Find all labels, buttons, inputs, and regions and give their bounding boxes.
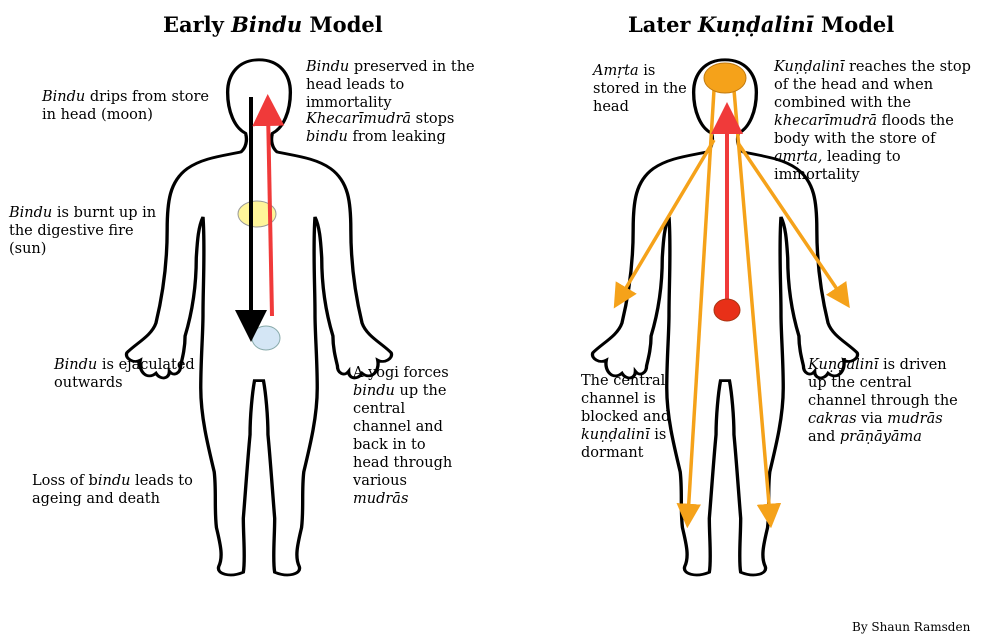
label-khecarimudra: Khecarīmudrā stops bindu from leaking — [306, 110, 456, 146]
label-kundalini-reaches: Kuṇḍalinī reaches the stop of the head a… — [774, 58, 984, 184]
label-bindu-ejaculated: Bindu is ejaculated outwards — [54, 356, 204, 392]
right-amrta-circle — [704, 63, 746, 93]
label-kundalini-driven: Kuṇḍalinī is driven up the central chann… — [808, 356, 958, 446]
left-bindu-store-circle — [252, 326, 280, 350]
label-loss-of-bindu: Loss of bindu leads to ageing and death — [32, 472, 202, 508]
label-central-channel-blocked: The central channel is blocked and kuṇḍa… — [581, 372, 677, 462]
label-amrta-stored: Amṛta is stored in the head — [593, 62, 689, 116]
author-credit: By Shaun Ramsden — [852, 620, 970, 634]
right-kundalini-circle — [714, 299, 740, 321]
label-yogi-forces: A yogi forces bindu up the central chann… — [353, 364, 463, 508]
label-bindu-drips: Bindu drips from store in head (moon) — [42, 88, 212, 124]
label-bindu-preserved: Bindu preserved in the head leads to imm… — [306, 58, 492, 112]
label-bindu-burnt: Bindu is burnt up in the digestive fire … — [9, 204, 169, 258]
